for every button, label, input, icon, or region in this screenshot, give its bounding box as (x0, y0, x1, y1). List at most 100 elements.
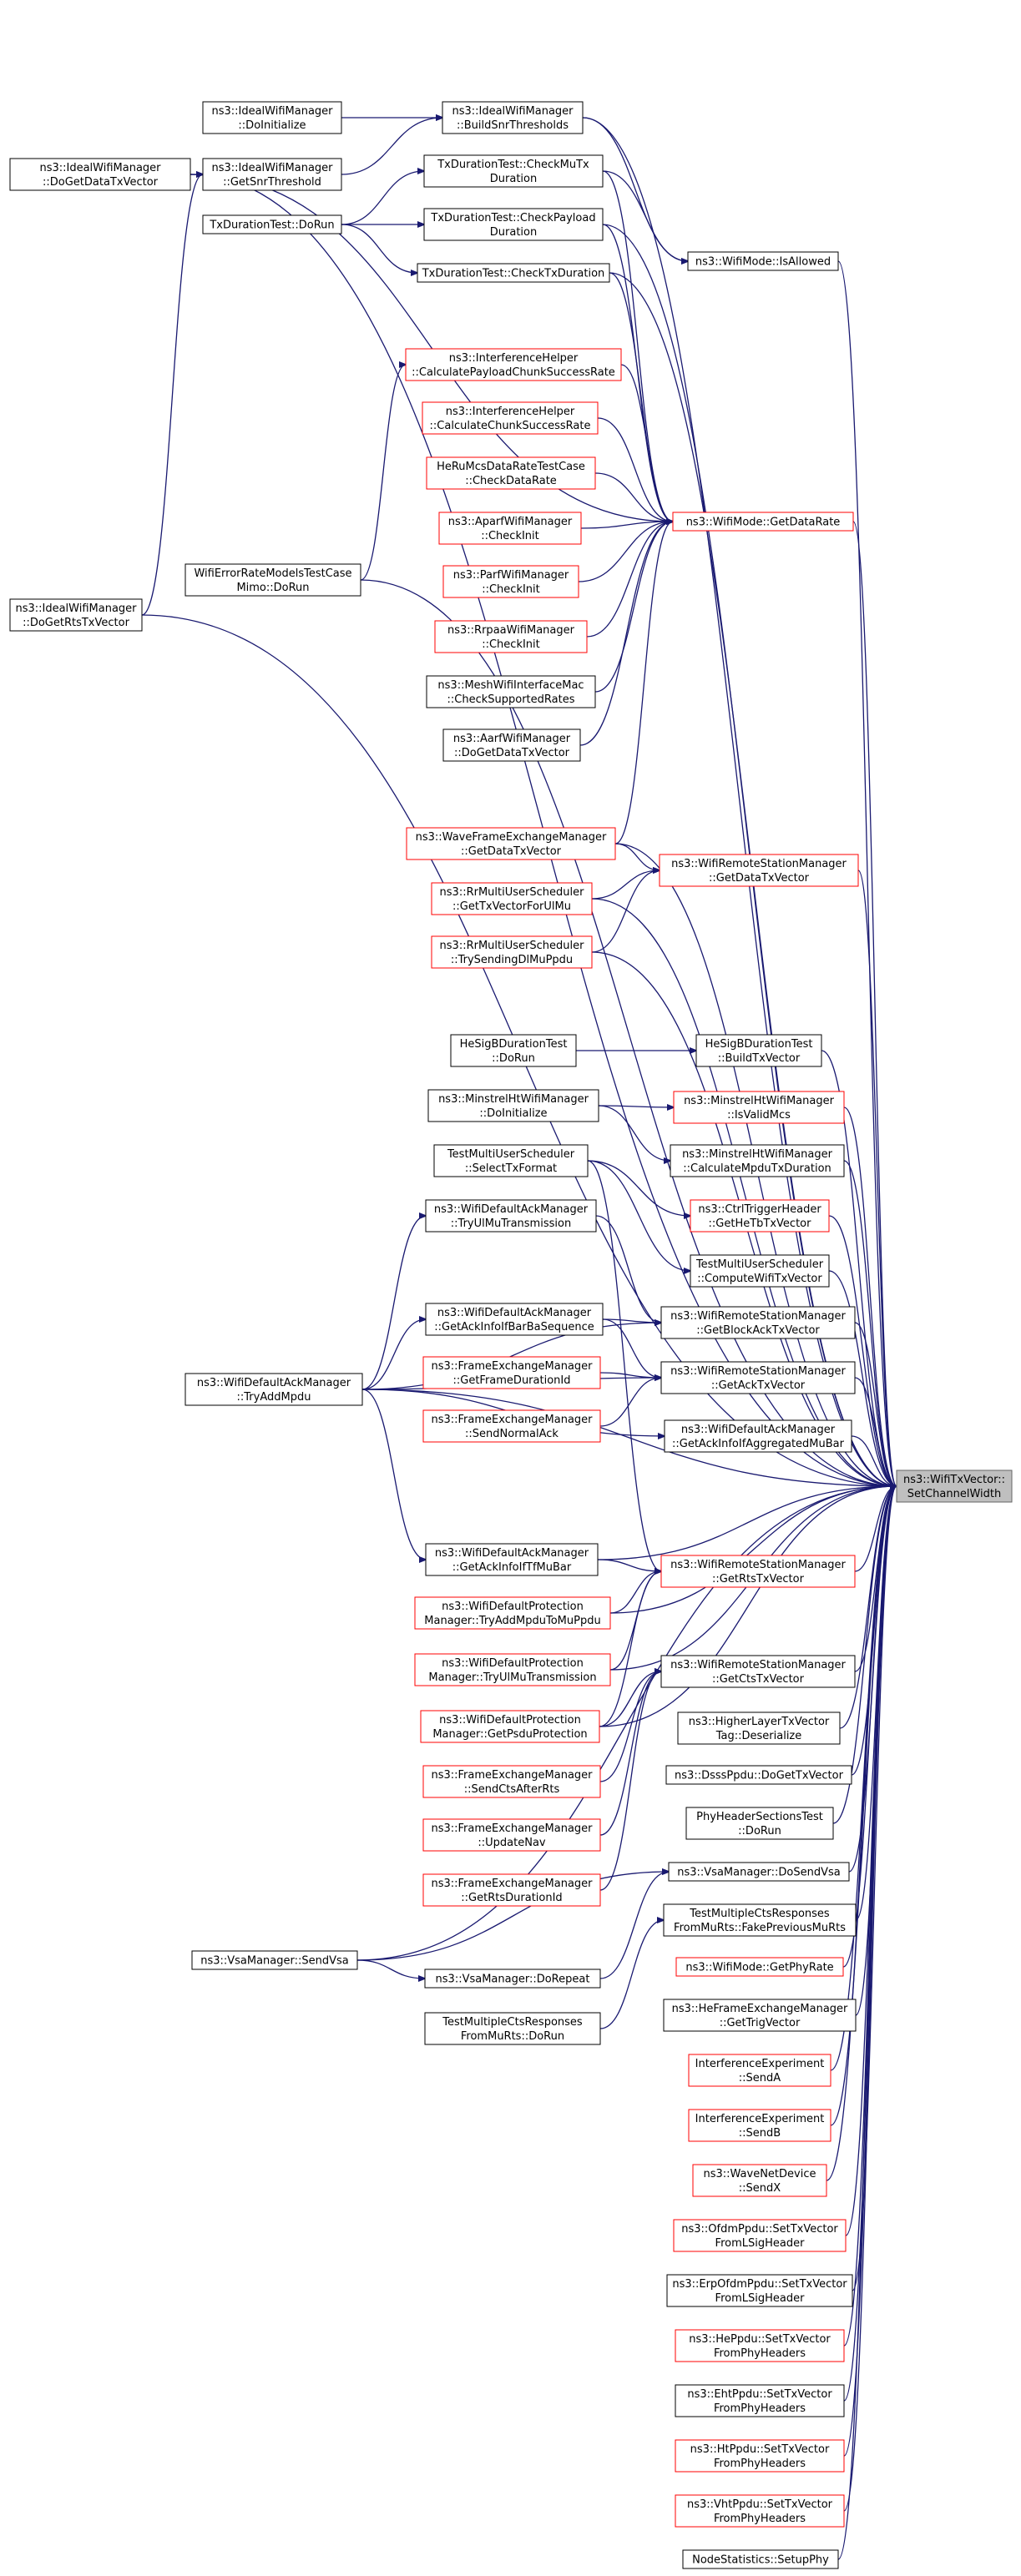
node-box[interactable] (184, 563, 361, 597)
graph-node[interactable]: ns3::VsaManager::SendVsa (191, 1950, 358, 1970)
graph-node[interactable]: ns3::VsaManager::DoSendVsa (668, 1862, 850, 1882)
node-box[interactable] (191, 1950, 358, 1970)
node-box[interactable] (675, 1957, 844, 1977)
graph-node[interactable]: ns3::RrMultiUserScheduler::GetTxVectorFo… (431, 882, 593, 915)
node-box[interactable] (9, 598, 143, 632)
graph-node[interactable]: ns3::DsssPpdu::DoGetTxVector (665, 1765, 852, 1785)
node-box[interactable] (433, 1144, 589, 1177)
graph-node[interactable]: ns3::InterferenceHelper::CalculatePayloa… (405, 348, 622, 381)
node-box[interactable] (666, 2274, 853, 2307)
graph-node[interactable]: ns3::FrameExchangeManager::GetRtsDuratio… (422, 1873, 601, 1907)
node-box[interactable] (426, 675, 596, 708)
graph-node[interactable]: TxDurationTest::CheckTxDuration (417, 263, 610, 283)
node-box[interactable] (692, 2164, 827, 2197)
node-box[interactable] (450, 1034, 577, 1067)
graph-node[interactable]: ns3::IdealWifiManager::DoGetRtsTxVector (9, 598, 143, 632)
graph-node[interactable]: ns3::HeFrameExchangeManager::GetTrigVect… (663, 1999, 857, 2032)
node-box[interactable] (202, 214, 342, 234)
node-box[interactable] (423, 154, 604, 188)
graph-node[interactable]: ns3::WifiDefaultAckManager::GetAckInfoIf… (425, 1303, 604, 1336)
node-box[interactable] (690, 1199, 830, 1233)
node-box[interactable] (434, 620, 588, 653)
graph-node[interactable]: ns3::FrameExchangeManager::UpdateNav (422, 1818, 601, 1852)
graph-node[interactable]: ns3::IdealWifiManager::GetSnrThreshold (202, 158, 342, 191)
node-box[interactable] (427, 1089, 599, 1122)
graph-node[interactable]: TestMultipleCtsResponsesFromMuRts::FakeP… (663, 1903, 857, 1937)
node-box[interactable] (685, 1807, 834, 1840)
graph-node[interactable]: ns3::WifiRemoteStationManager::GetAckTxV… (660, 1361, 856, 1394)
graph-node[interactable]: ns3::MeshWifiInterfaceMac::CheckSupporte… (426, 675, 596, 708)
node-box[interactable] (422, 1765, 601, 1798)
node-box[interactable] (431, 935, 593, 969)
node-box[interactable] (422, 1356, 601, 1389)
node-box[interactable] (687, 251, 839, 271)
node-box[interactable] (438, 512, 582, 545)
graph-node[interactable]: ns3::IdealWifiManager::DoInitialize (202, 101, 342, 134)
graph-node[interactable]: ns3::MinstrelHtWifiManager::CalculateMpd… (670, 1144, 845, 1177)
graph-node[interactable]: ns3::WifiMode::IsAllowed (687, 251, 839, 271)
node-box[interactable] (663, 1999, 857, 2032)
node-box[interactable] (406, 827, 616, 860)
node-box[interactable] (424, 1969, 601, 1989)
graph-node[interactable]: InterferenceExperiment::SendB (688, 2109, 831, 2142)
graph-node[interactable]: NodeStatistics::SetupPhy (682, 2549, 839, 2569)
node-box[interactable] (660, 1361, 856, 1394)
graph-node[interactable]: PhyHeaderSectionsTest::DoRun (685, 1807, 834, 1840)
node-box[interactable] (896, 1469, 1013, 1503)
graph-node[interactable]: ns3::RrMultiUserScheduler::TrySendingDlM… (431, 935, 593, 969)
node-box[interactable] (660, 1655, 856, 1688)
node-box[interactable] (670, 1144, 845, 1177)
graph-node[interactable]: ns3::WifiDefaultProtectionManager::TryUl… (414, 1653, 611, 1686)
node-box[interactable] (675, 2329, 845, 2362)
graph-node[interactable]: HeRuMcsDataRateTestCase::CheckDataRate (426, 456, 596, 490)
graph-node[interactable]: ns3::MinstrelHtWifiManager::DoInitialize (427, 1089, 599, 1122)
node-box[interactable] (202, 158, 342, 191)
graph-node[interactable]: ns3::WifiDefaultProtectionManager::TryAd… (414, 1596, 611, 1630)
graph-node[interactable]: ns3::AarfWifiManager::DoGetDataTxVector (442, 728, 581, 762)
graph-node[interactable]: ns3::InterferenceHelper::CalculateChunkS… (422, 401, 599, 435)
graph-node[interactable]: ns3::IdealWifiManager::DoGetDataTxVector (9, 158, 191, 191)
node-box[interactable] (675, 2439, 845, 2473)
node-box[interactable] (659, 854, 859, 887)
node-box[interactable] (417, 263, 610, 283)
graph-node[interactable]: ns3::WifiRemoteStationManager::GetBlockA… (660, 1306, 856, 1339)
node-box[interactable] (184, 1373, 363, 1406)
node-box[interactable] (677, 1711, 841, 1745)
node-box[interactable] (675, 2494, 845, 2528)
node-box[interactable] (425, 1543, 599, 1576)
node-box[interactable] (672, 512, 854, 532)
node-box[interactable] (420, 1710, 600, 1743)
node-box[interactable] (660, 1555, 856, 1588)
node-box[interactable] (663, 1903, 857, 1937)
node-box[interactable] (668, 1862, 850, 1882)
graph-node[interactable]: ns3::WaveNetDevice::SendX (692, 2164, 827, 2197)
graph-node[interactable]: ns3::FrameExchangeManager::GetFrameDurat… (422, 1356, 601, 1389)
graph-node[interactable]: ns3::WifiDefaultProtectionManager::GetPs… (420, 1710, 600, 1743)
graph-node[interactable]: ns3::WifiDefaultAckManager::TryUlMuTrans… (425, 1199, 597, 1233)
graph-node[interactable]: ns3::WifiDefaultAckManager::TryAddMpdu (184, 1373, 363, 1406)
node-box[interactable] (442, 565, 579, 598)
graph-node[interactable]: ns3::WifiRemoteStationManager::GetCtsTxV… (660, 1655, 856, 1688)
node-box[interactable] (665, 1765, 852, 1785)
graph-node[interactable]: HeSigBDurationTest::BuildTxVector (695, 1034, 822, 1067)
graph-node[interactable]: ns3::MinstrelHtWifiManager::IsValidMcs (673, 1091, 845, 1124)
node-box[interactable] (405, 348, 622, 381)
node-box[interactable] (673, 2219, 847, 2252)
node-box[interactable] (442, 101, 584, 134)
node-box[interactable] (9, 158, 191, 191)
graph-node[interactable]: ns3::FrameExchangeManager::SendCtsAfterR… (422, 1765, 601, 1798)
graph-node[interactable]: ns3::WifiDefaultAckManager::GetAckInfoIf… (664, 1419, 852, 1453)
graph-node[interactable]: ns3::WifiRemoteStationManager::GetRtsTxV… (660, 1555, 856, 1588)
node-box[interactable] (673, 1091, 845, 1124)
node-box[interactable] (202, 101, 342, 134)
node-box[interactable] (423, 208, 604, 241)
node-box[interactable] (690, 1254, 830, 1288)
